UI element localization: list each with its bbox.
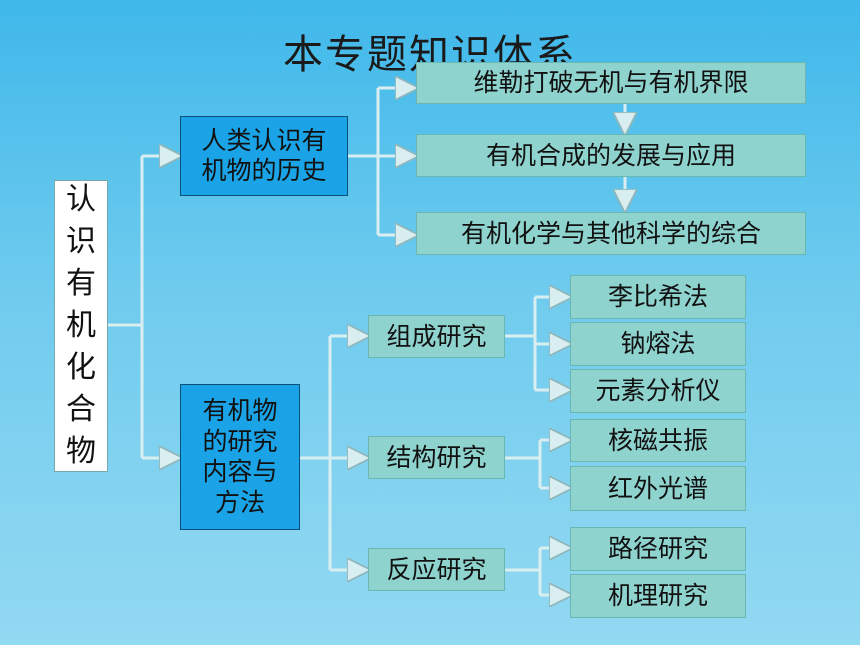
composition-group-node: 组成研究 xyxy=(368,315,505,358)
method-item-node: 李比希法 xyxy=(570,275,746,319)
root-char: 认 xyxy=(66,182,96,217)
history-item-node: 有机化学与其他科学的综合 xyxy=(416,212,806,255)
structure-group-node: 结构研究 xyxy=(368,436,505,479)
reaction-group-node: 反应研究 xyxy=(368,548,505,591)
method-item-node: 钠熔法 xyxy=(570,322,746,366)
branch-label-line: 的研究 xyxy=(202,426,278,456)
root-char: 识 xyxy=(66,224,96,259)
root-char: 化 xyxy=(66,350,96,385)
history-item-node: 维勒打破无机与有机界限 xyxy=(416,62,806,104)
method-item-node: 元素分析仪 xyxy=(570,369,746,413)
method-item-node: 机理研究 xyxy=(570,574,746,618)
branch-label-line: 机物的历史 xyxy=(201,156,327,185)
root-char: 机 xyxy=(66,308,96,343)
root-char: 物 xyxy=(66,434,96,469)
method-item-node: 路径研究 xyxy=(570,527,746,571)
method-item-node: 核磁共振 xyxy=(570,419,746,462)
history-item-node: 有机合成的发展与应用 xyxy=(416,134,806,177)
branch-label-line: 人类认识有 xyxy=(201,126,327,155)
root-char: 合 xyxy=(66,392,96,427)
method-item-node: 红外光谱 xyxy=(570,466,746,511)
methods-branch-node: 有机物 的研究 内容与 方法 xyxy=(180,384,300,530)
branch-label-line: 有机物 xyxy=(202,396,278,425)
root-node: 认 识 有 机 化 合 物 xyxy=(54,180,108,472)
root-char: 有 xyxy=(66,266,96,301)
history-branch-node: 人类认识有 机物的历史 xyxy=(180,116,348,196)
branch-label-line: 方法 xyxy=(214,487,265,517)
branch-label-line: 内容与 xyxy=(202,457,278,486)
